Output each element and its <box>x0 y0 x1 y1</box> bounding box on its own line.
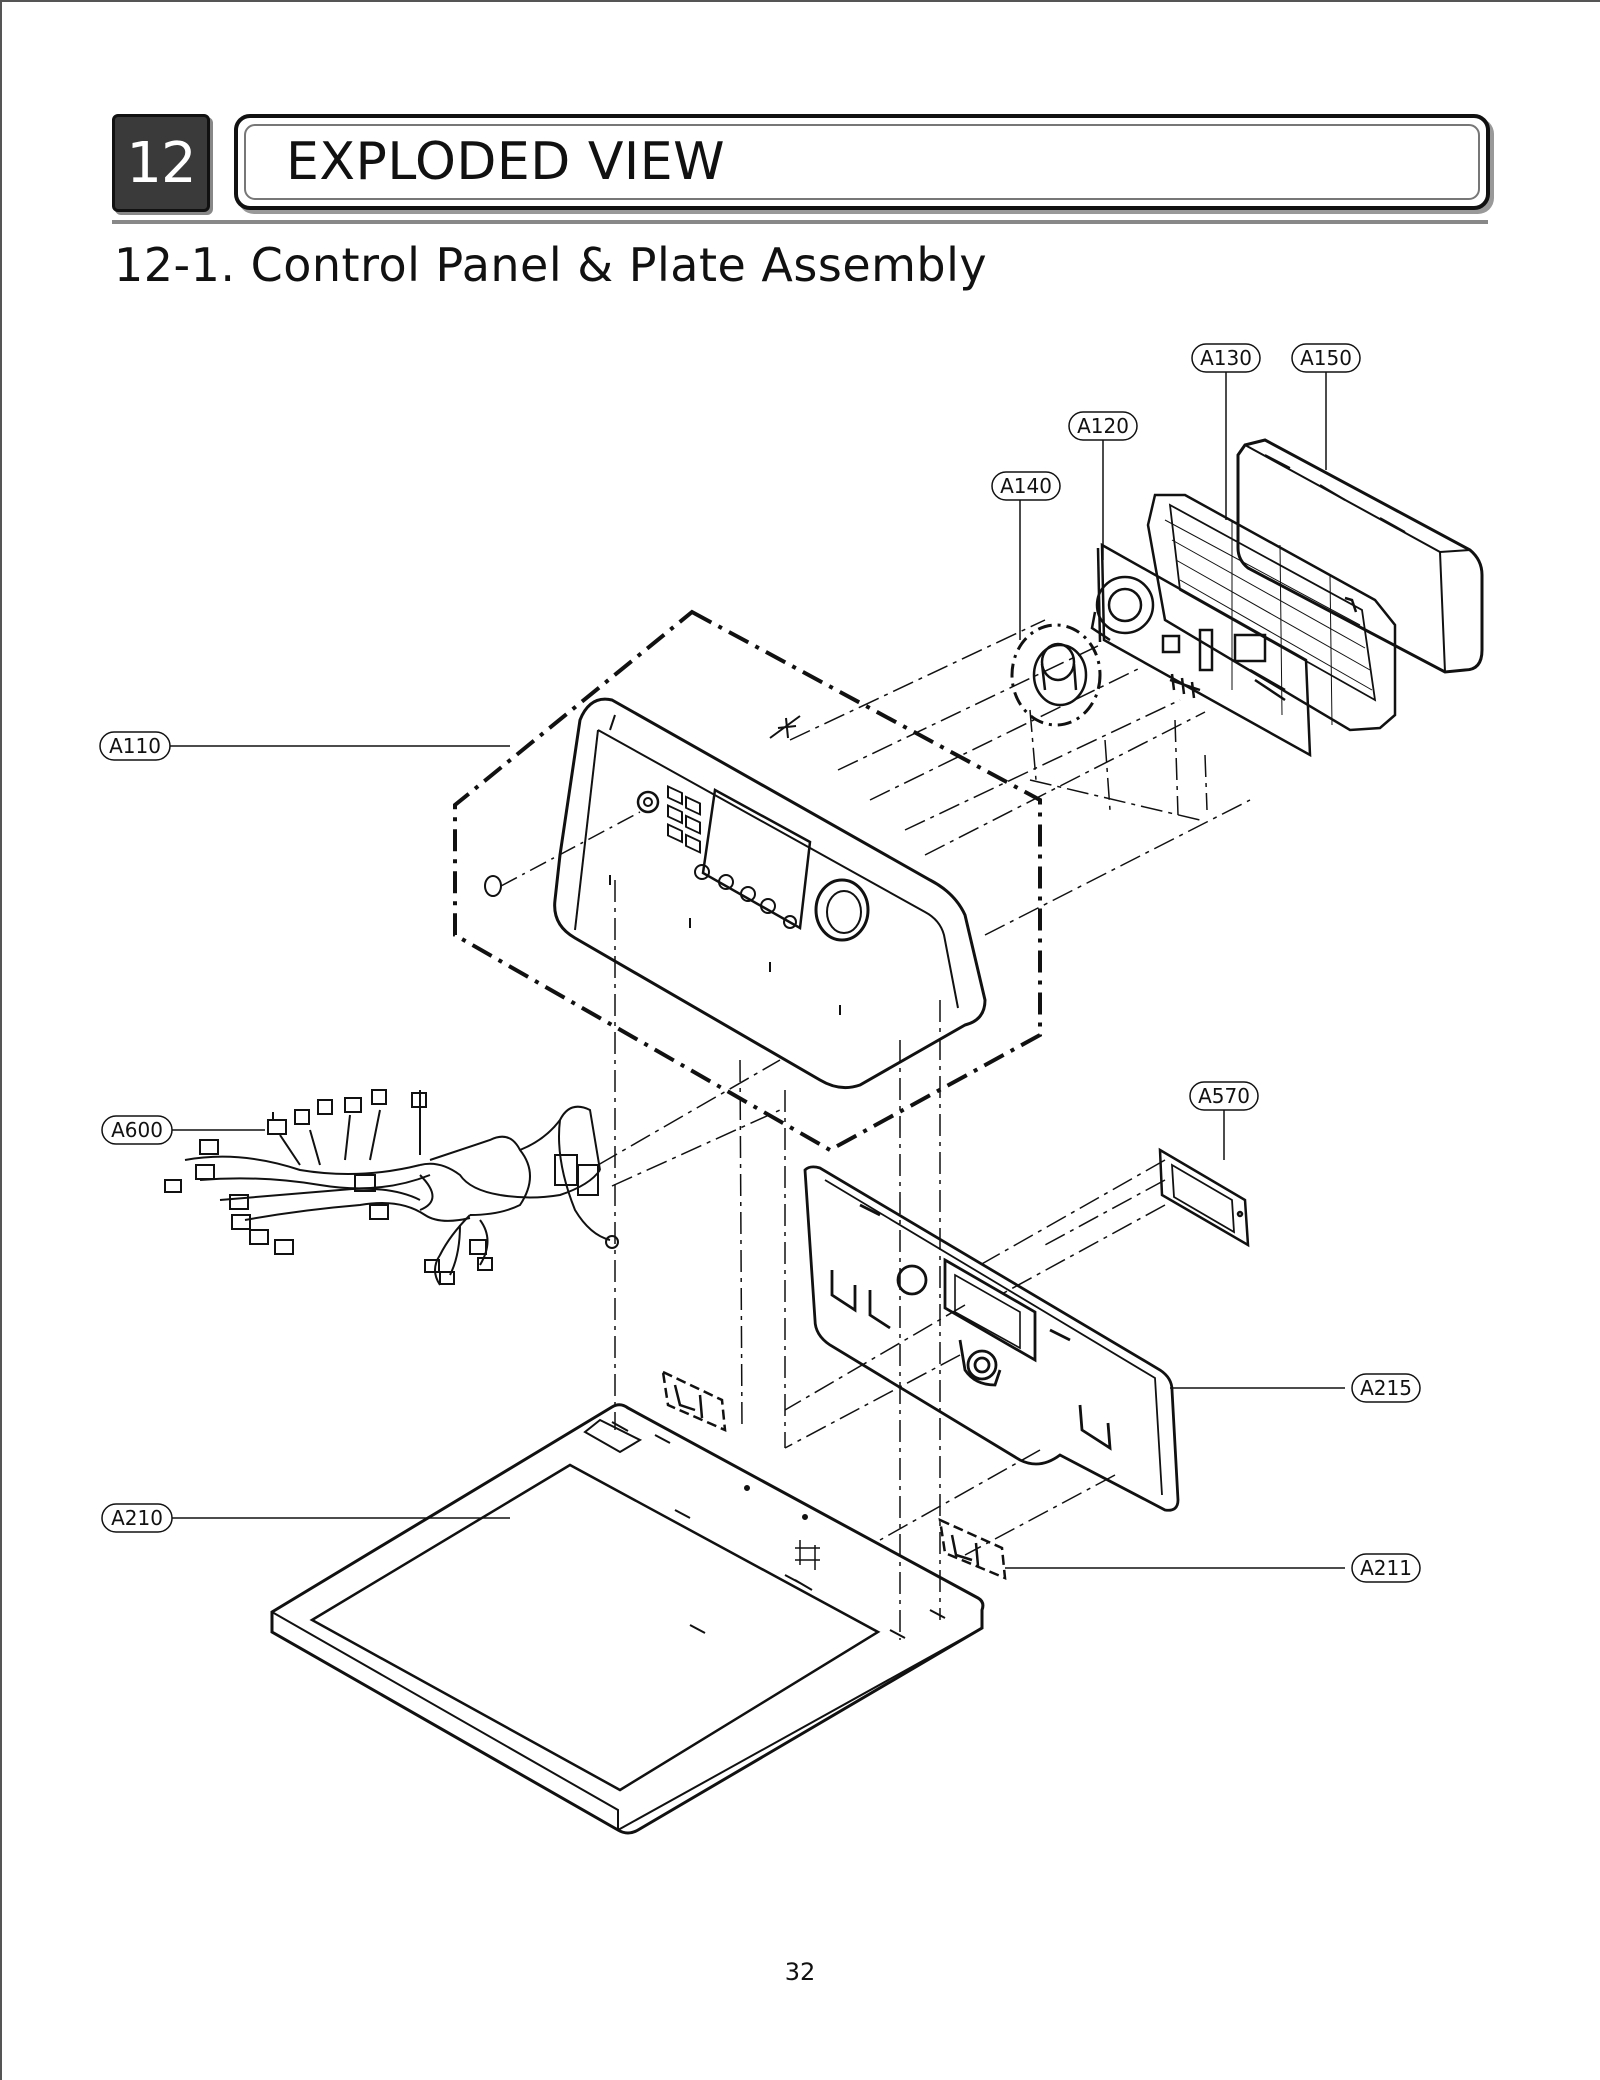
callout-a210: A210 <box>111 1506 163 1530</box>
callout-a140-oval <box>991 471 1061 501</box>
callout-a150: A150 <box>1300 346 1352 370</box>
a211-bracket-lower <box>938 1517 1007 1580</box>
callout-a120: A120 <box>1077 414 1129 438</box>
projection-lines-plate <box>784 1159 1166 1556</box>
projection-lines-harness <box>597 1059 781 1187</box>
a120-pcb-assembly <box>1090 542 1312 758</box>
callout-a130-oval <box>1191 343 1261 373</box>
a130-pcb-frame <box>1146 493 1397 732</box>
option-button <box>694 864 710 880</box>
callout-a110: A110 <box>109 734 161 758</box>
a600-wire-harness <box>164 1089 619 1286</box>
callout-a215: A215 <box>1360 1376 1412 1400</box>
cycle-selector-ring <box>814 878 870 942</box>
grommet-left <box>484 875 502 897</box>
option-button <box>760 898 776 914</box>
chapter-title: EXPLODED VIEW <box>286 132 726 192</box>
callout-ovals <box>99 343 1421 1583</box>
callout-a120-oval <box>1068 411 1138 441</box>
projection-lines-vertical <box>614 880 941 1640</box>
option-button <box>740 886 756 902</box>
callout-a211-oval <box>1351 1553 1421 1583</box>
callout-a210-oval <box>101 1503 173 1533</box>
section-title: 12-1. Control Panel & Plate Assembly <box>114 238 988 292</box>
page-number: 32 <box>784 1958 816 1986</box>
chapter-title-inner-frame <box>244 124 1480 200</box>
a215-control-plate <box>803 1165 1180 1512</box>
callout-a215-oval <box>1351 1373 1421 1403</box>
a570-gasket <box>1158 1147 1250 1248</box>
callout-a110-oval <box>99 731 171 761</box>
chapter-number-badge: 12 <box>112 114 210 212</box>
panel-display-window <box>701 788 812 931</box>
chapter-number: 12 <box>126 130 196 196</box>
leader-lines <box>170 372 1345 1569</box>
callout-a600: A600 <box>111 1118 163 1142</box>
a140-knob <box>1032 642 1088 707</box>
panel-key-buttons <box>667 785 701 854</box>
a150-cover <box>1236 438 1484 674</box>
control-panel-housing <box>553 697 987 1090</box>
callout-a211: A211 <box>1360 1556 1412 1580</box>
housing-clip <box>769 715 801 739</box>
option-button <box>783 915 797 929</box>
callout-a130: A130 <box>1200 346 1252 370</box>
callout-a140: A140 <box>1000 474 1052 498</box>
option-button <box>718 874 734 890</box>
a110-group-outline <box>453 609 1042 1153</box>
projection-lines-upper <box>789 619 1251 936</box>
callout-a570: A570 <box>1198 1084 1250 1108</box>
chapter-title-box: EXPLODED VIEW <box>234 114 1490 210</box>
a210-top-plate <box>270 1403 985 1835</box>
a140-knob-group-outline <box>1010 623 1102 727</box>
power-button <box>636 790 660 814</box>
callout-a150-oval <box>1291 343 1361 373</box>
a211-bracket-upper <box>661 1369 727 1433</box>
title-underline <box>112 220 1488 224</box>
callout-a570-oval <box>1189 1081 1259 1111</box>
callout-a600-oval <box>101 1115 173 1145</box>
